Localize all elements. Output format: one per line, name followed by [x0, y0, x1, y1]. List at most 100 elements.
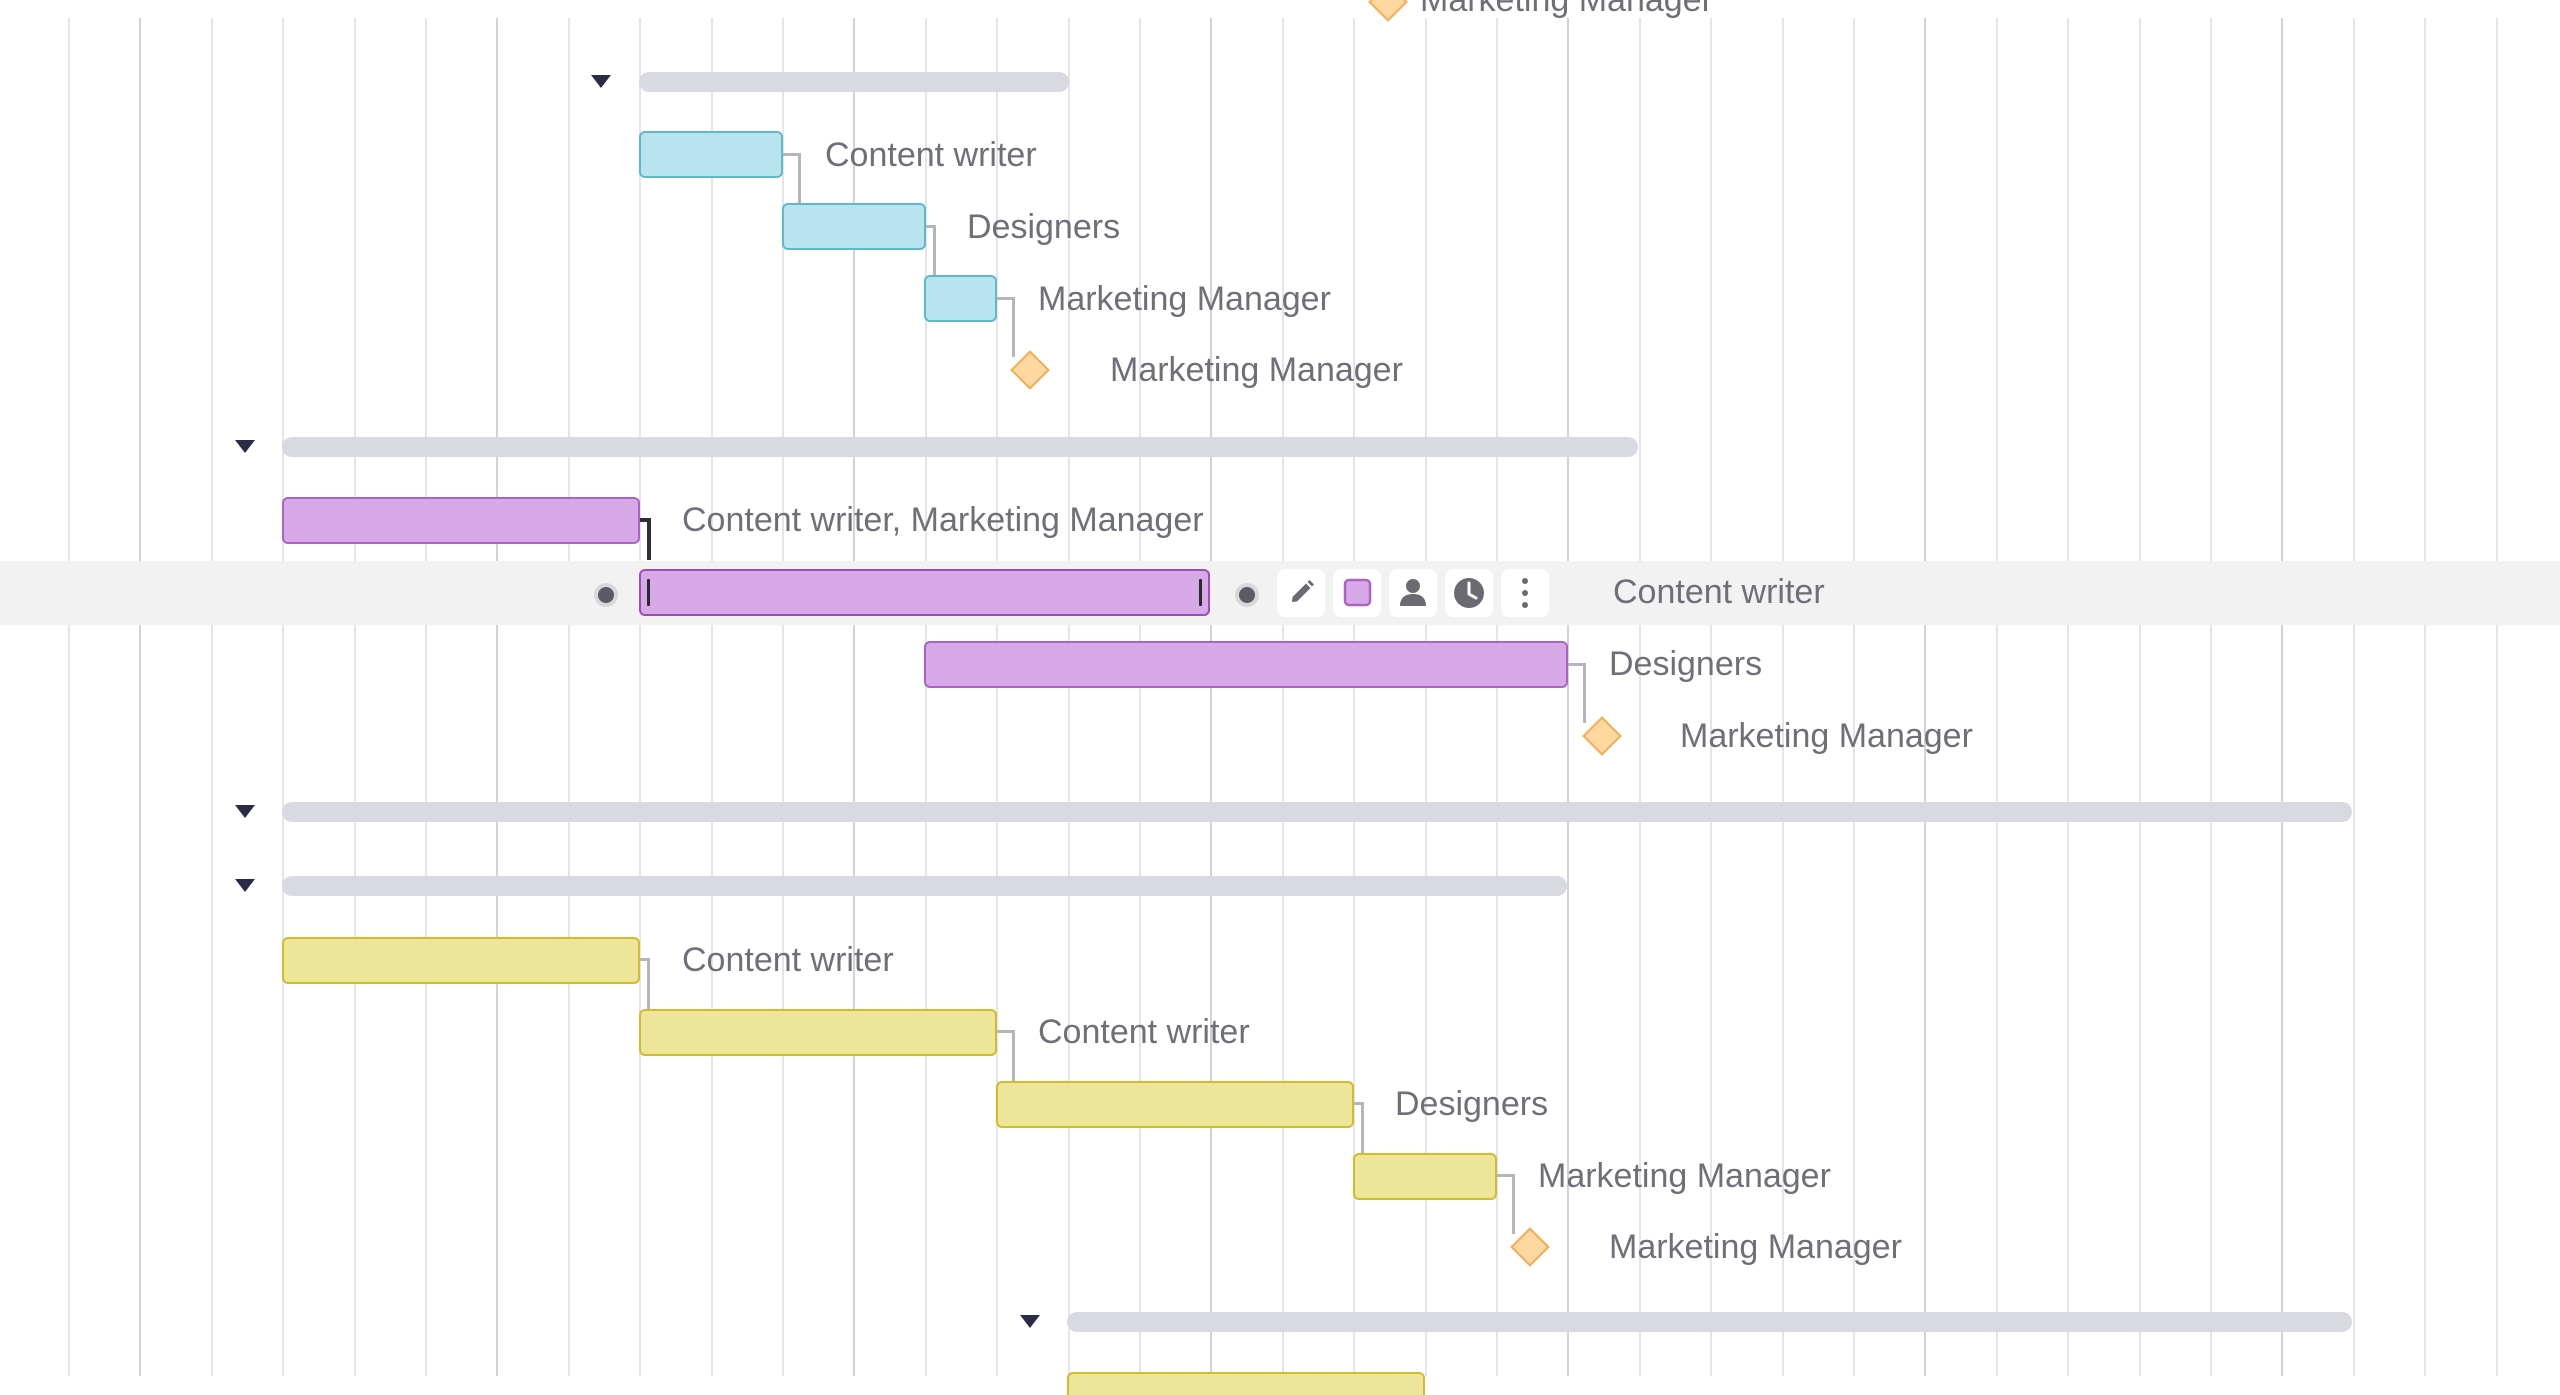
collapse-toggle-icon[interactable] — [235, 879, 255, 892]
dependency-start-handle[interactable] — [594, 583, 618, 607]
collapse-toggle-icon[interactable] — [1020, 1315, 1040, 1328]
dependency-connector — [933, 225, 936, 275]
edit-task-button[interactable] — [1277, 569, 1325, 617]
gridline — [282, 18, 284, 1376]
gridline — [1567, 18, 1569, 1376]
gridline — [1782, 18, 1784, 1376]
task-assignee-label: Designers — [967, 208, 1121, 246]
dependency-connector — [783, 153, 801, 156]
dependency-connector — [997, 297, 1015, 300]
dependency-connector — [1583, 663, 1586, 723]
gridline — [68, 18, 70, 1376]
task-assignee-label: Content writer — [682, 941, 894, 979]
clock-icon — [1454, 578, 1484, 608]
collapse-toggle-icon[interactable] — [591, 75, 611, 88]
collapse-toggle-icon[interactable] — [235, 805, 255, 818]
gridline — [2139, 18, 2141, 1376]
gridline — [568, 18, 570, 1376]
summary-bar[interactable] — [639, 72, 1069, 92]
task-bar[interactable] — [1353, 1153, 1497, 1200]
dependency-connector — [1354, 1102, 1364, 1105]
gridline — [853, 18, 855, 1376]
more-options-button[interactable] — [1501, 569, 1549, 617]
gridline — [996, 18, 998, 1376]
gridline — [1496, 18, 1498, 1376]
gridline — [782, 18, 784, 1376]
summary-bar[interactable] — [282, 437, 1638, 457]
gridline — [1639, 18, 1641, 1376]
gridline — [1425, 18, 1427, 1376]
dependency-connector — [1568, 663, 1586, 666]
gridline — [2210, 18, 2212, 1376]
gridline — [1353, 18, 1355, 1376]
dependency-connector — [1497, 1174, 1515, 1177]
task-color-button[interactable] — [1333, 569, 1381, 617]
gridline — [496, 18, 498, 1376]
summary-bar[interactable] — [282, 876, 1567, 896]
task-bar-selected[interactable] — [639, 569, 1210, 616]
milestone-diamond[interactable] — [1582, 716, 1622, 756]
gridline — [2424, 18, 2426, 1376]
milestone-label: Marketing Manager — [1110, 351, 1403, 389]
milestone-label: Marketing Manager — [1609, 1228, 1902, 1266]
more-vertical-icon — [1522, 578, 1528, 608]
gridline — [354, 18, 356, 1376]
gridline — [425, 18, 427, 1376]
gridline — [1996, 18, 1998, 1376]
gridline — [1924, 18, 1926, 1376]
resize-handle-left[interactable] — [647, 579, 650, 606]
task-bar[interactable] — [924, 641, 1568, 688]
dependency-connector — [1512, 1174, 1515, 1234]
gridline — [1853, 18, 1855, 1376]
resize-handle-right[interactable] — [1199, 579, 1202, 606]
gridline — [1068, 18, 1070, 1376]
color-swatch-icon — [1343, 578, 1372, 607]
milestone-diamond[interactable] — [1010, 350, 1050, 390]
task-bar[interactable] — [924, 275, 997, 322]
task-bar[interactable] — [782, 203, 926, 250]
task-bar[interactable] — [639, 1009, 997, 1056]
assign-person-button[interactable] — [1389, 569, 1437, 617]
task-assignee-label: Content writer — [825, 136, 1037, 174]
gridline — [1282, 18, 1284, 1376]
task-assignee-label: Designers — [1395, 1085, 1549, 1123]
dependency-connector — [647, 958, 650, 1010]
collapse-toggle-icon[interactable] — [235, 440, 255, 453]
dependency-end-handle[interactable] — [1235, 583, 1259, 607]
task-bar[interactable] — [639, 131, 783, 178]
task-bar[interactable] — [996, 1081, 1354, 1128]
summary-bar[interactable] — [282, 802, 2352, 822]
task-assignee-label: Designers — [1609, 645, 1763, 683]
summary-bar[interactable] — [1067, 1312, 2352, 1332]
gridline — [1139, 18, 1141, 1376]
task-bar[interactable] — [282, 937, 640, 984]
task-assignee-label: Content writer, Marketing Manager — [682, 501, 1204, 539]
set-duration-button[interactable] — [1445, 569, 1493, 617]
gridline — [925, 18, 927, 1376]
gridline — [2353, 18, 2355, 1376]
gridline — [2067, 18, 2069, 1376]
dependency-connector — [798, 153, 801, 203]
milestone-label: Marketing Manager — [1680, 717, 1973, 755]
task-bar[interactable] — [282, 497, 640, 544]
dependency-connector — [640, 958, 650, 961]
gridline — [139, 18, 141, 1376]
pencil-icon — [1292, 580, 1314, 602]
person-icon — [1400, 579, 1426, 606]
task-assignee-label: Content writer — [1038, 1013, 1250, 1051]
dependency-connector — [1012, 1030, 1015, 1082]
milestone-diamond[interactable] — [1368, 0, 1408, 22]
gridline — [2496, 18, 2498, 1376]
task-assignee-label: Marketing Manager — [1038, 280, 1331, 318]
task-assignee-label: Marketing Manager — [1538, 1157, 1831, 1195]
milestone-diamond[interactable] — [1510, 1227, 1550, 1267]
gridline — [639, 18, 641, 1376]
gridline — [711, 18, 713, 1376]
gridline — [1710, 18, 1712, 1376]
gridline — [2281, 18, 2283, 1376]
milestone-label: Marketing Manager — [1420, 0, 1713, 19]
dependency-connector — [997, 1030, 1015, 1033]
task-bar[interactable] — [1067, 1372, 1425, 1395]
dependency-connector — [1361, 1102, 1364, 1154]
